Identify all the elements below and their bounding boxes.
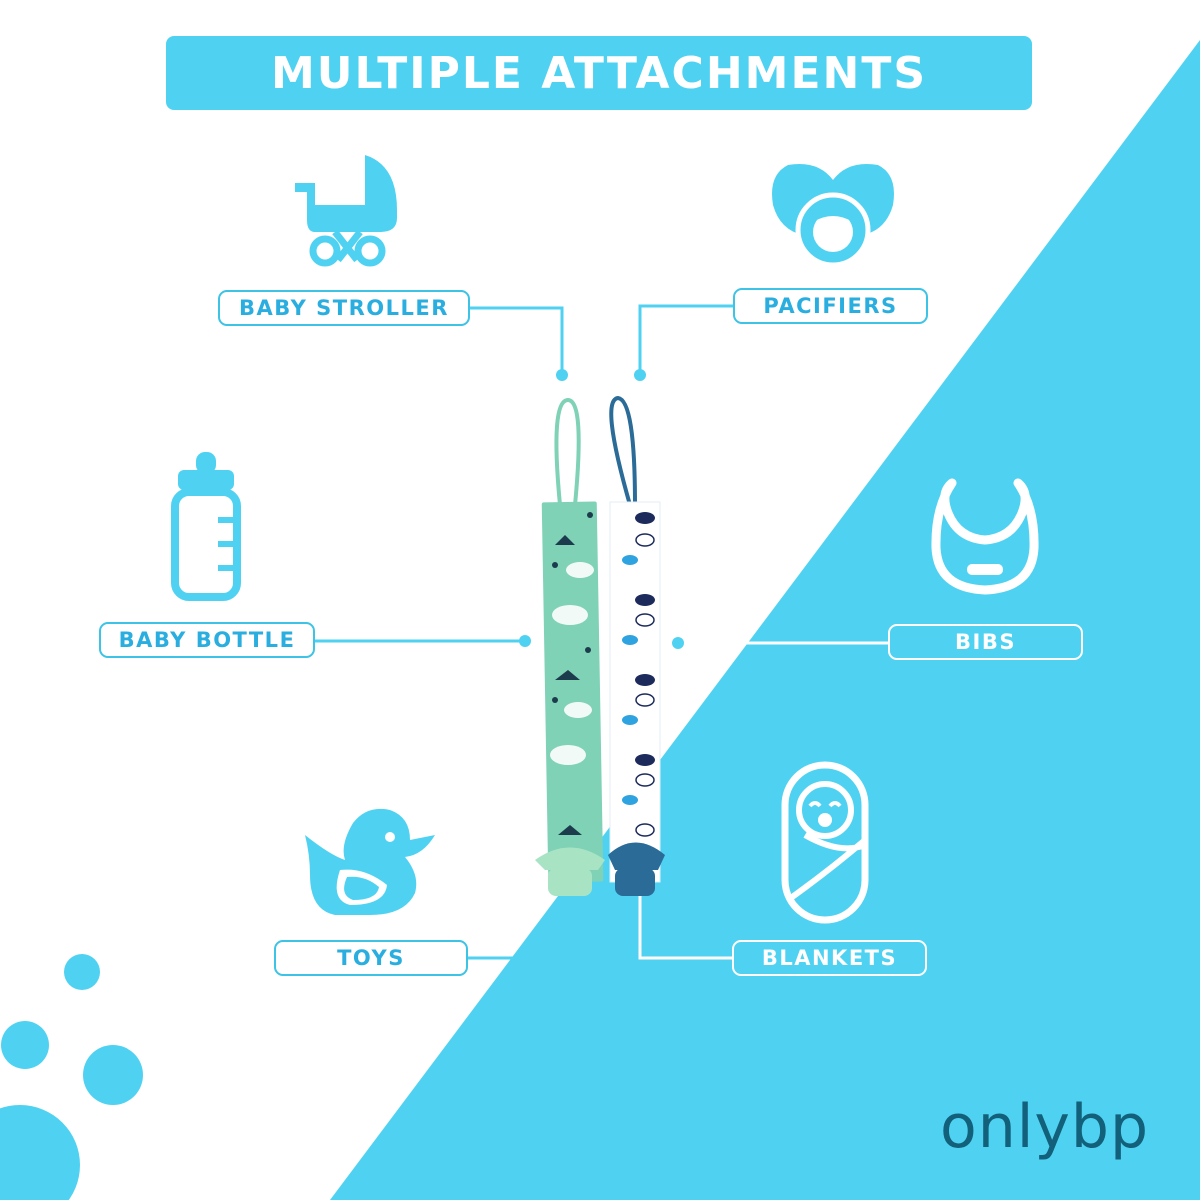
product-straps-image bbox=[535, 395, 665, 896]
brand-logo: onlybp bbox=[940, 1092, 1150, 1162]
page-title: MULTIPLE ATTACHMENTS bbox=[270, 47, 928, 99]
title-banner: MULTIPLE ATTACHMENTS bbox=[166, 36, 1032, 110]
label-pacifiers: PACIFIERS bbox=[733, 288, 928, 324]
rubber-duck-icon bbox=[305, 808, 435, 915]
stroller-icon bbox=[295, 155, 397, 267]
label-baby-bottle: BABY BOTTLE bbox=[99, 622, 315, 658]
pacifier-icon bbox=[772, 164, 894, 268]
label-blankets: BLANKETS bbox=[732, 940, 927, 976]
bib-icon bbox=[931, 478, 1039, 595]
label-baby-stroller: BABY STROLLER bbox=[218, 290, 470, 326]
swaddled-baby-icon bbox=[781, 761, 869, 924]
baby-bottle-icon bbox=[171, 452, 241, 601]
label-bibs: BIBS bbox=[888, 624, 1083, 660]
label-toys: TOYS bbox=[274, 940, 468, 976]
